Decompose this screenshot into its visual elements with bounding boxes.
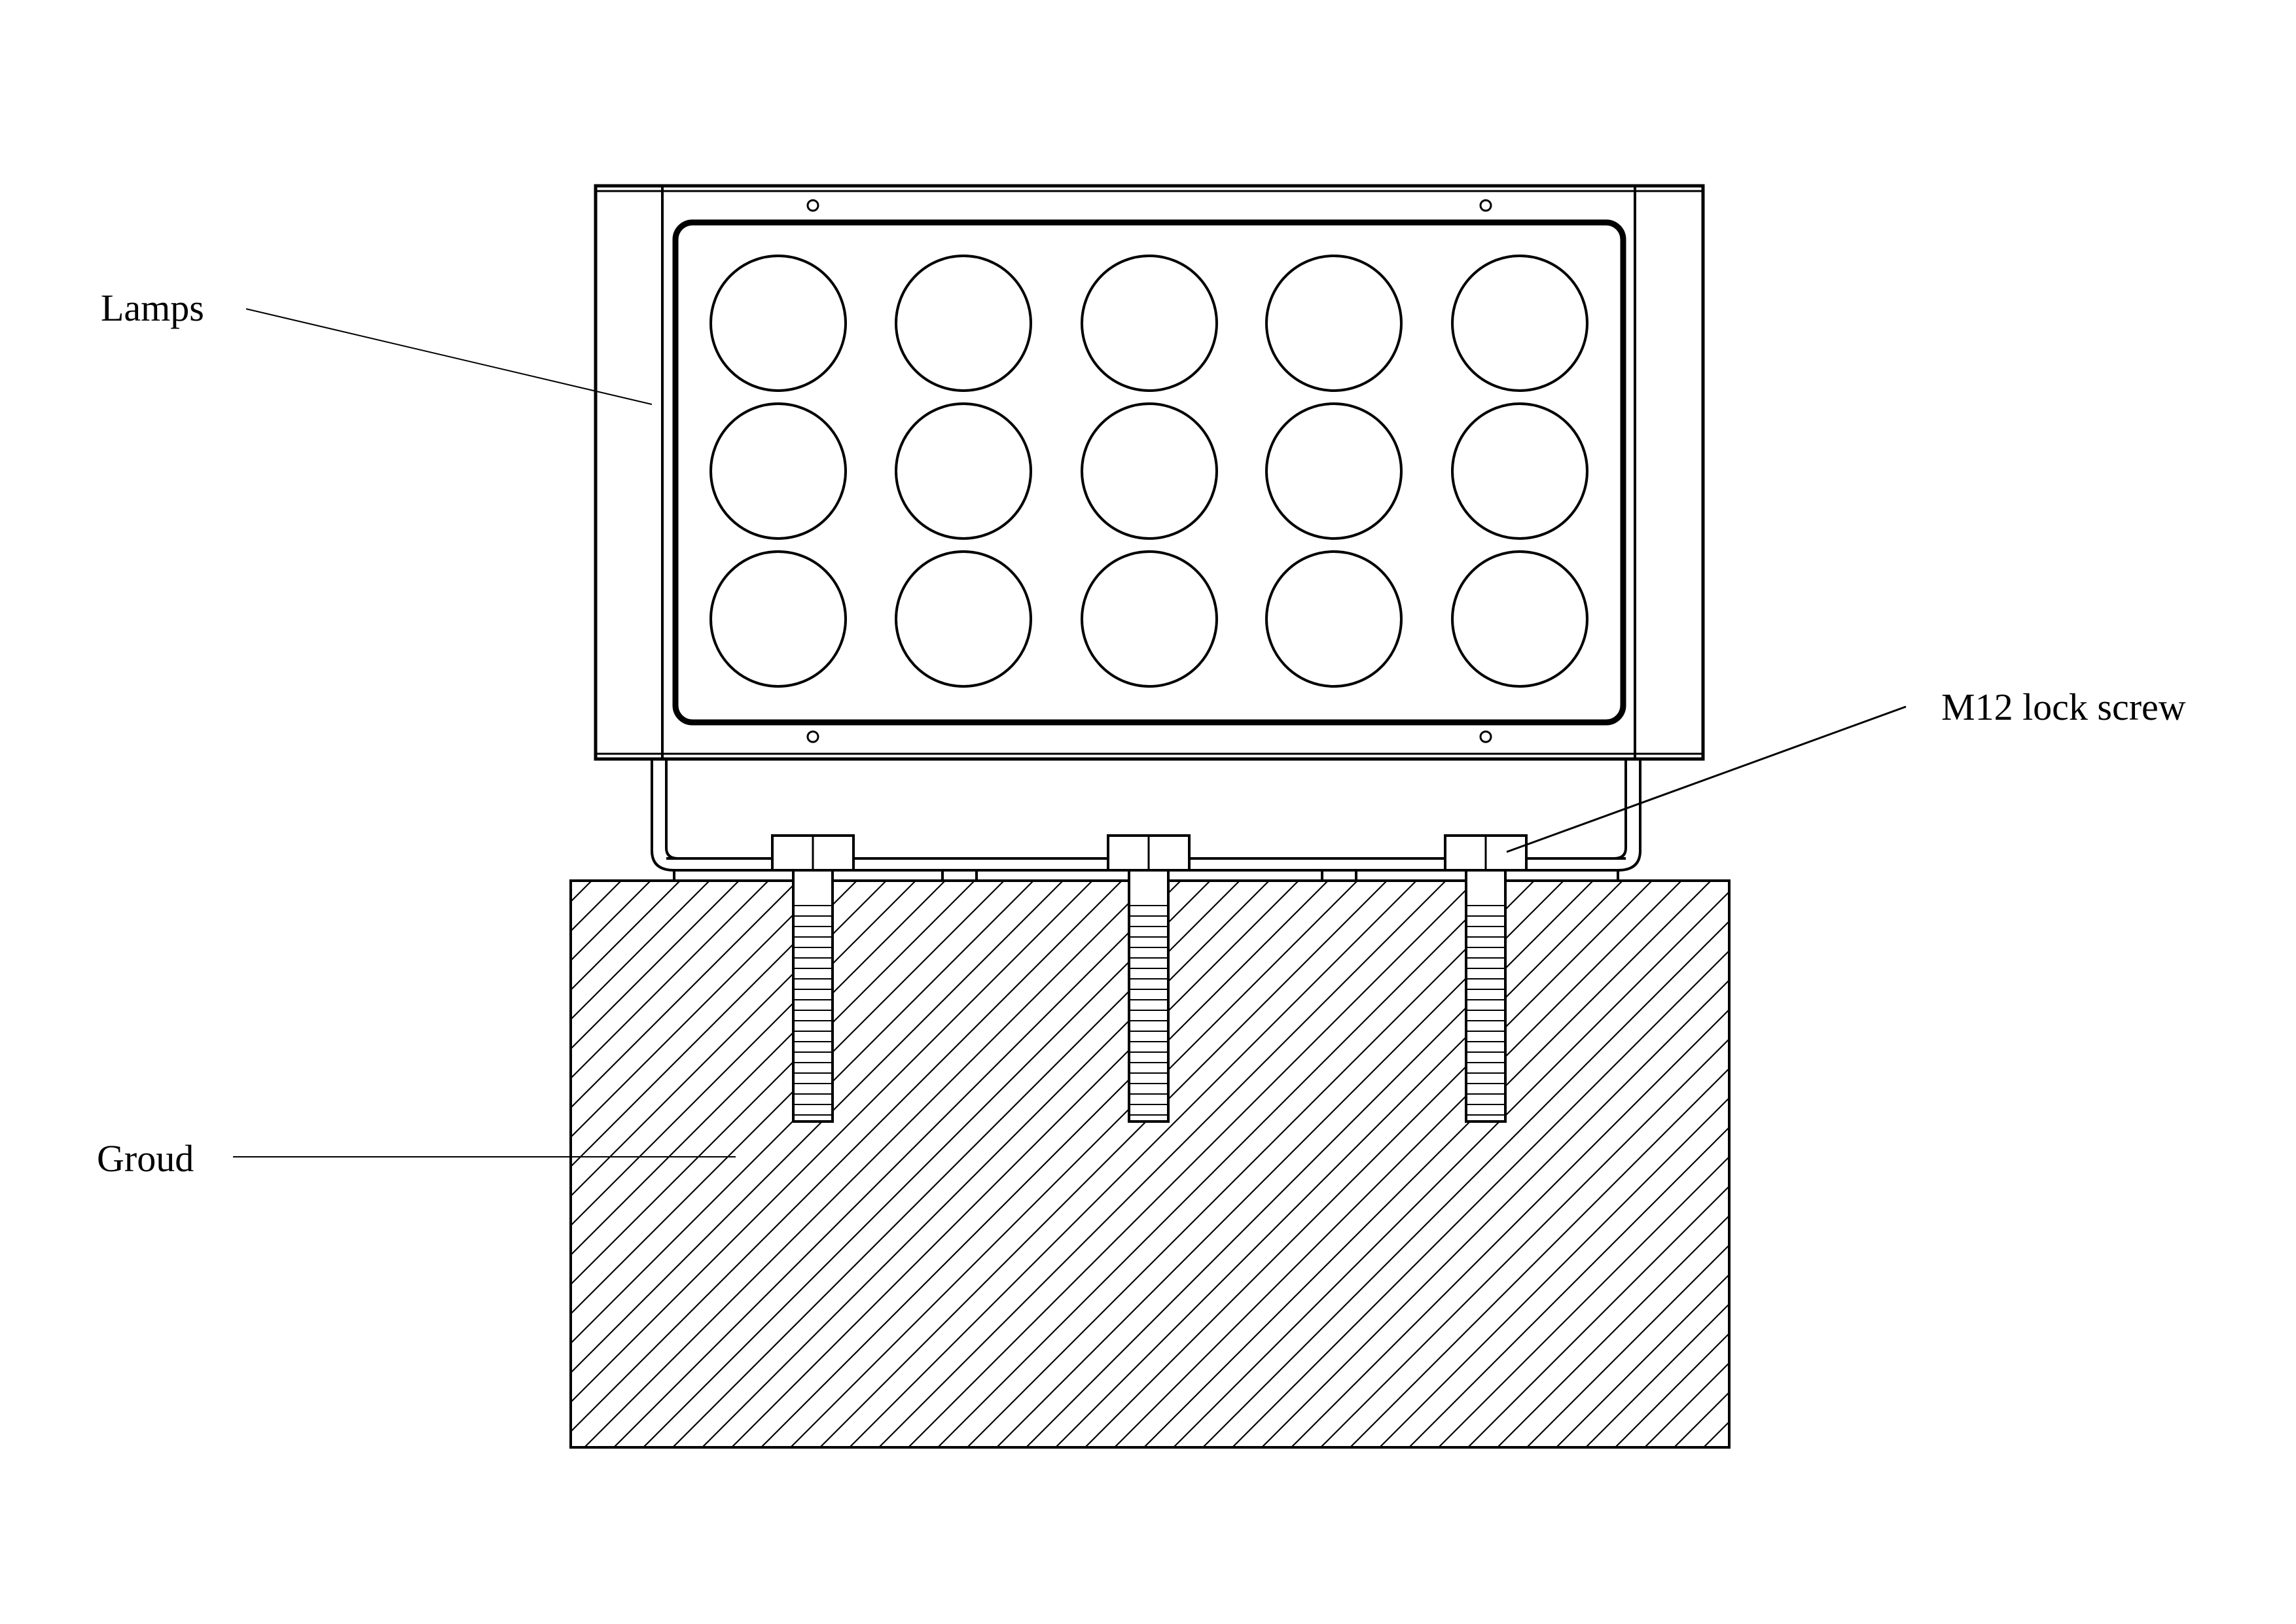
- lamp: [1265, 550, 1403, 688]
- lamp: [895, 550, 1032, 688]
- lamp: [895, 255, 1032, 392]
- lamp: [1265, 402, 1403, 540]
- lamp: [1081, 255, 1218, 392]
- fixing-hole: [806, 730, 819, 743]
- lamp: [1081, 550, 1218, 688]
- lamp: [709, 402, 847, 540]
- lamp: [1265, 255, 1403, 392]
- fixing-hole: [1479, 730, 1492, 743]
- lamp: [1451, 402, 1588, 540]
- fixing-hole: [1479, 199, 1492, 212]
- lock-screw: [1107, 834, 1191, 1123]
- lamp: [709, 255, 847, 392]
- lamp-panel: [672, 219, 1626, 726]
- lamps-label: Lamps: [101, 287, 204, 329]
- lock-screw-label: M12 lock screw: [1941, 686, 2186, 728]
- lamp: [1451, 550, 1588, 688]
- floodlight-housing: [594, 184, 1705, 761]
- ground-label: Groud: [97, 1137, 194, 1180]
- lamps-leader-line: [245, 308, 653, 405]
- lock-screw: [771, 834, 855, 1123]
- lamp-array: [709, 255, 1588, 688]
- lamp: [895, 402, 1032, 540]
- lamp: [709, 550, 847, 688]
- lock-screw-leader-line: [1506, 705, 1907, 853]
- lock-screws: [771, 834, 1528, 1123]
- lamp: [1451, 255, 1588, 392]
- lamp: [1081, 402, 1218, 540]
- fixing-hole: [806, 199, 819, 212]
- lock-screw: [1444, 834, 1528, 1123]
